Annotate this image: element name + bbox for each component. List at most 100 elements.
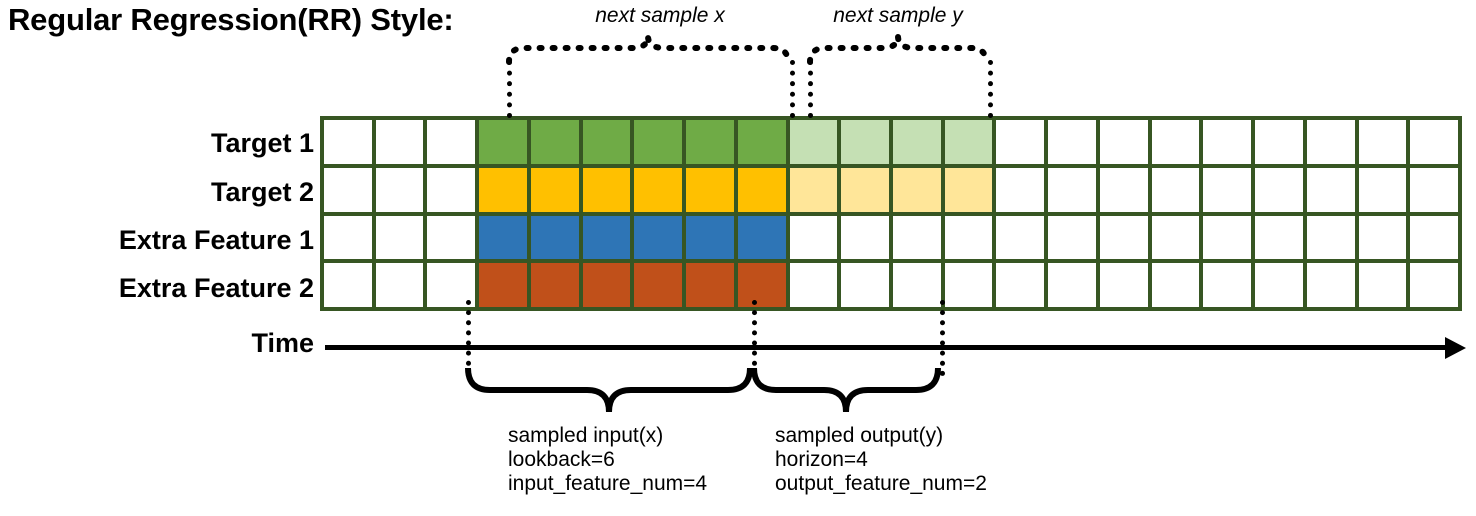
cell-empty-r3-c2 xyxy=(375,215,424,260)
cell-empty-r3-c17 xyxy=(1151,215,1200,260)
annotation-next-sample-y: next sample y xyxy=(833,4,963,27)
cell-empty-r3-c18 xyxy=(1203,215,1252,260)
cell-empty-r3-c1 xyxy=(324,215,372,260)
guide-line-input-start xyxy=(466,300,471,376)
cell-input-r2-c7 xyxy=(634,167,683,212)
cell-output-r1-c13 xyxy=(944,120,993,164)
page-title: Regular Regression(RR) Style: xyxy=(8,2,454,37)
cell-empty-r4-c15 xyxy=(1048,263,1096,307)
cell-output-r1-c11 xyxy=(841,120,889,164)
cell-empty-r2-c19 xyxy=(1255,167,1303,212)
cell-empty-r2-c1 xyxy=(324,167,372,212)
sampled-output-line-3: output_feature_num=2 xyxy=(775,472,987,495)
guide-line-input-end xyxy=(752,300,757,376)
cell-empty-r1-c16 xyxy=(1099,120,1148,164)
timeseries-grid xyxy=(320,116,1462,311)
cell-empty-r1-c20 xyxy=(1306,120,1355,164)
cell-empty-r2-c14 xyxy=(996,167,1045,212)
cell-input-r1-c9 xyxy=(737,120,786,164)
sampled-output-line-1: sampled output(y) xyxy=(775,424,944,447)
cell-input-r3-c9 xyxy=(737,215,786,260)
cell-empty-r2-c2 xyxy=(375,167,424,212)
cell-empty-r4-c1 xyxy=(324,263,372,307)
cell-empty-r2-c20 xyxy=(1306,167,1355,212)
cell-empty-r4-c10 xyxy=(789,263,838,307)
cell-empty-r3-c20 xyxy=(1306,215,1355,260)
time-axis-line xyxy=(325,345,1457,350)
cell-input-r1-c7 xyxy=(634,120,683,164)
row-label-target-2: Target 2 xyxy=(210,177,314,207)
cell-input-r4-c9 xyxy=(737,263,786,307)
cell-input-r3-c6 xyxy=(582,215,631,260)
cell-empty-r2-c18 xyxy=(1203,167,1252,212)
cell-empty-r1-c14 xyxy=(996,120,1045,164)
guide-line-x-brace-left xyxy=(507,60,512,118)
cell-empty-r4-c14 xyxy=(996,263,1045,307)
cell-empty-r3-c22 xyxy=(1410,215,1458,260)
cell-input-r4-c6 xyxy=(582,263,631,307)
cell-empty-r4-c19 xyxy=(1255,263,1303,307)
cell-empty-r4-c3 xyxy=(427,263,476,307)
guide-line-y-brace-right xyxy=(988,60,993,118)
cell-empty-r3-c19 xyxy=(1255,215,1303,260)
cell-input-r1-c6 xyxy=(582,120,631,164)
cell-input-r4-c5 xyxy=(530,263,579,307)
cell-empty-r1-c22 xyxy=(1410,120,1458,164)
cell-empty-r1-c15 xyxy=(1048,120,1096,164)
cell-output-r2-c10 xyxy=(789,167,838,212)
cell-input-r3-c8 xyxy=(686,215,734,260)
cell-input-r1-c5 xyxy=(530,120,579,164)
cell-empty-r2-c16 xyxy=(1099,167,1148,212)
row-label-extra-feature-2: Extra Feature 2 xyxy=(118,273,314,303)
cell-input-r2-c4 xyxy=(479,167,527,212)
cell-output-r2-c12 xyxy=(892,167,941,212)
cell-empty-r2-c17 xyxy=(1151,167,1200,212)
cell-empty-r1-c3 xyxy=(427,120,476,164)
cell-input-r4-c7 xyxy=(634,263,683,307)
cell-output-r2-c11 xyxy=(841,167,889,212)
cell-empty-r3-c10 xyxy=(789,215,838,260)
cell-output-r2-c13 xyxy=(944,167,993,212)
cell-empty-r3-c3 xyxy=(427,215,476,260)
sampled-input-line-2: lookback=6 xyxy=(508,448,615,471)
guide-line-y-brace-left xyxy=(808,60,813,118)
cell-empty-r3-c21 xyxy=(1358,215,1407,260)
cell-empty-r3-c12 xyxy=(892,215,941,260)
cell-empty-r4-c18 xyxy=(1203,263,1252,307)
cell-empty-r1-c17 xyxy=(1151,120,1200,164)
cell-input-r2-c8 xyxy=(686,167,734,212)
cell-empty-r3-c14 xyxy=(996,215,1045,260)
cell-empty-r3-c11 xyxy=(841,215,889,260)
cell-empty-r4-c12 xyxy=(892,263,941,307)
cell-input-r3-c4 xyxy=(479,215,527,260)
cell-input-r1-c8 xyxy=(686,120,734,164)
cell-empty-r1-c1 xyxy=(324,120,372,164)
cell-empty-r3-c15 xyxy=(1048,215,1096,260)
annotation-next-sample-x: next sample x xyxy=(595,4,725,27)
cell-empty-r4-c13 xyxy=(944,263,993,307)
cell-input-r2-c6 xyxy=(582,167,631,212)
row-label-target-1: Target 1 xyxy=(210,128,314,158)
sampled-input-line-3: input_feature_num=4 xyxy=(508,472,708,495)
guide-line-x-brace-right xyxy=(790,60,795,118)
cell-empty-r2-c21 xyxy=(1358,167,1407,212)
solid-brace-sampled-input xyxy=(465,367,753,413)
cell-empty-r4-c11 xyxy=(841,263,889,307)
cell-empty-r1-c2 xyxy=(375,120,424,164)
cell-output-r1-c10 xyxy=(789,120,838,164)
guide-line-output-end xyxy=(940,300,945,376)
cell-input-r3-c7 xyxy=(634,215,683,260)
cell-empty-r1-c18 xyxy=(1203,120,1252,164)
cell-input-r1-c4 xyxy=(479,120,527,164)
cell-empty-r2-c15 xyxy=(1048,167,1096,212)
cell-empty-r4-c17 xyxy=(1151,263,1200,307)
cell-empty-r4-c2 xyxy=(375,263,424,307)
sampled-output-line-2: horizon=4 xyxy=(775,448,868,471)
dotted-brace-next-sample-y xyxy=(807,35,989,65)
cell-empty-r2-c3 xyxy=(427,167,476,212)
cell-input-r3-c5 xyxy=(530,215,579,260)
cell-output-r1-c12 xyxy=(892,120,941,164)
